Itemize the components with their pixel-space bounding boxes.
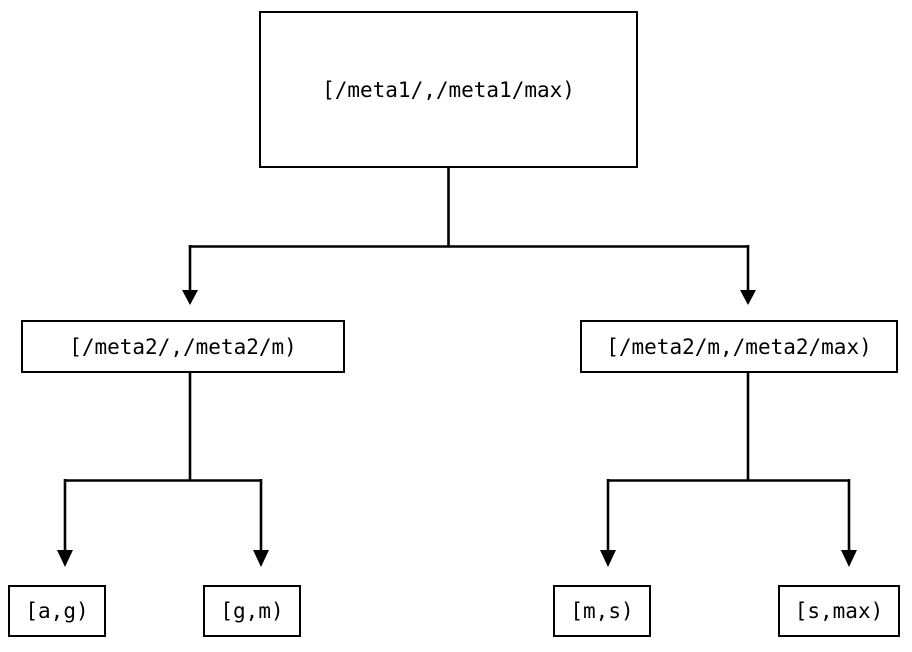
arrowhead-leaf-3-icon — [600, 550, 616, 567]
arrowhead-leaf-1-icon — [57, 550, 73, 567]
tree-node-mid-left[interactable]: [/meta2/,/meta2/m) — [21, 320, 345, 373]
arrowhead-root-to-mid-right-icon — [740, 290, 756, 305]
tree-node-leaf-3-label: [m,s) — [570, 599, 634, 623]
tree-node-leaf-4[interactable]: [s,max) — [778, 585, 900, 637]
tree-node-leaf-2[interactable]: [g,m) — [203, 585, 301, 637]
arrowhead-leaf-2-icon — [253, 550, 269, 567]
tree-node-mid-left-label: [/meta2/,/meta2/m) — [69, 334, 297, 359]
tree-node-leaf-2-label: [g,m) — [220, 599, 284, 623]
tree-node-leaf-3[interactable]: [m,s) — [553, 585, 651, 637]
tree-node-mid-right[interactable]: [/meta2/m,/meta2/max) — [580, 320, 898, 373]
tree-node-mid-right-label: [/meta2/m,/meta2/max) — [606, 334, 872, 359]
arrowhead-leaf-4-icon — [841, 550, 857, 567]
tree-node-leaf-1-label: [a,g) — [25, 599, 89, 623]
tree-node-root-label: [/meta1/,/meta1/max) — [322, 77, 575, 102]
arrowhead-root-to-mid-left-icon — [182, 290, 198, 305]
tree-node-leaf-1[interactable]: [a,g) — [8, 585, 106, 637]
tree-node-root[interactable]: [/meta1/,/meta1/max) — [259, 11, 638, 168]
tree-node-leaf-4-label: [s,max) — [794, 599, 884, 623]
